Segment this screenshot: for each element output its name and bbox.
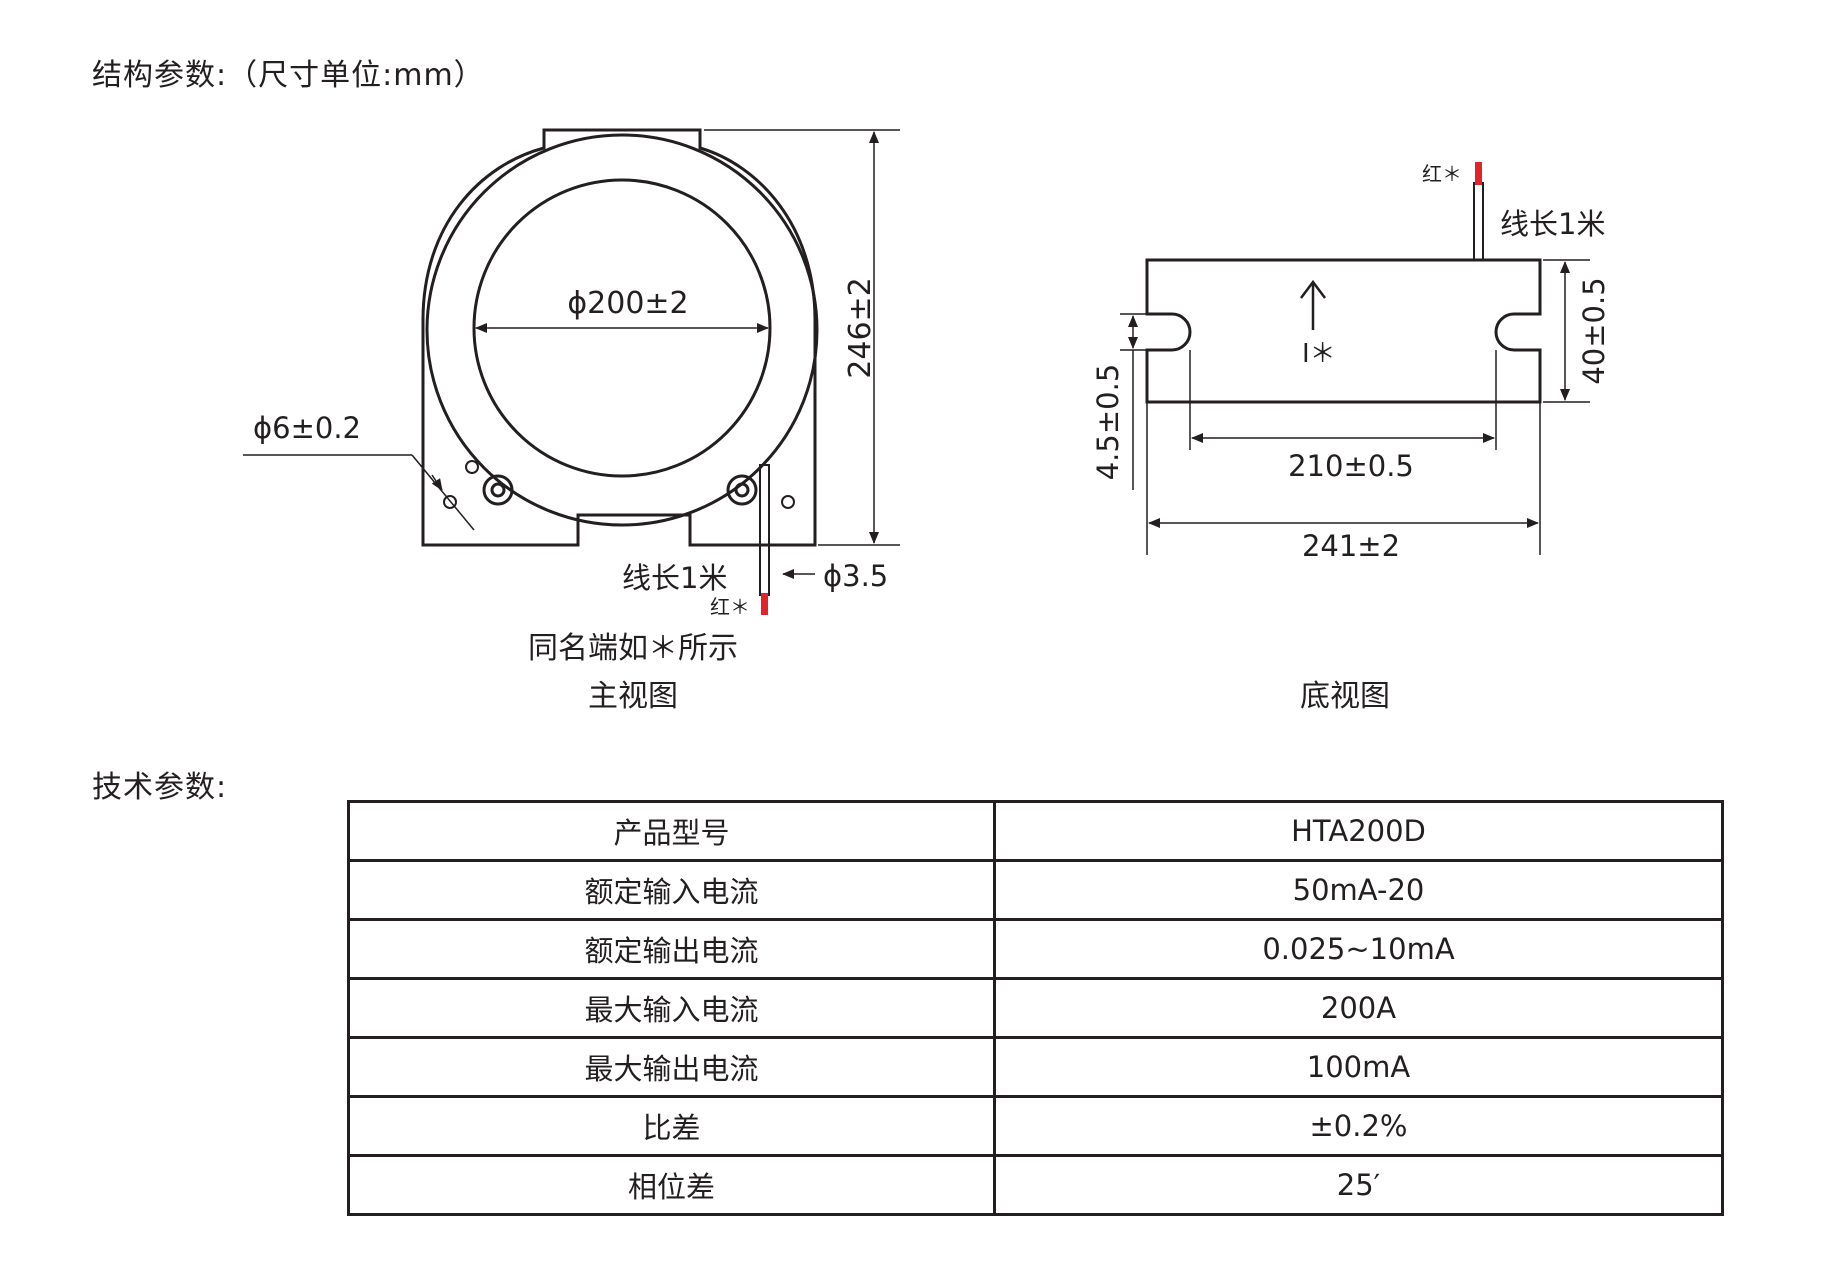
spec-value-cell: 200A [993, 977, 1724, 1039]
front-body-outline [421, 128, 817, 547]
spec-value-cell: 0.025~10mA [993, 918, 1724, 980]
technical-heading: 技术参数: [92, 770, 228, 805]
spec-value-cell: 50mA-20 [993, 859, 1724, 921]
hole-left-inner [490, 482, 506, 498]
front-window [472, 178, 772, 478]
spec-value-cell: HTA200D [993, 800, 1724, 862]
front-caption-2: 主视图 [588, 679, 678, 714]
spec-key-cell: 额定输出电流 [347, 918, 996, 980]
small-hole-right [781, 495, 795, 509]
hole-left-outer [482, 474, 514, 506]
bottom-wire [1473, 182, 1484, 261]
front-caption-1: 同名端如＊所示 [528, 631, 738, 666]
table-row: 比差±0.2% [347, 1095, 1724, 1157]
front-wire-length-label: 线长1米 [622, 561, 727, 595]
spec-key-cell: 最大输出电流 [347, 1036, 996, 1098]
front-height-label: 246±2 [843, 277, 878, 378]
bottom-slot-spacing-label: 210±0.5 [1288, 449, 1414, 483]
structure-heading: 结构参数:（尺寸单位:mm） [92, 58, 485, 93]
spec-key-cell: 最大输入电流 [347, 977, 996, 1039]
small-hole-lower [443, 495, 457, 509]
front-ring-outer [425, 133, 819, 527]
front-view [421, 128, 819, 596]
bottom-caption: 底视图 [1300, 679, 1390, 714]
bottom-slot-height-label: 4.5±0.5 [1091, 364, 1125, 481]
bottom-wire-red-tip [1475, 162, 1482, 185]
spec-key-cell: 产品型号 [347, 800, 996, 862]
spec-key-cell: 比差 [347, 1095, 996, 1157]
bottom-red-mark-label: 红＊ [1422, 162, 1462, 186]
front-wire-red-tip [761, 593, 768, 615]
front-wire [759, 464, 770, 596]
bottom-current-mark: I＊ [1302, 339, 1336, 369]
front-hole-label: ϕ6±0.2 [253, 411, 361, 445]
bottom-thickness-label: 40±0.5 [1577, 277, 1611, 384]
bottom-view [1145, 182, 1542, 404]
spec-value-cell: 100mA [993, 1036, 1724, 1098]
bottom-body-outline [1145, 258, 1542, 404]
bottom-wire-length-label: 线长1米 [1500, 207, 1605, 241]
hole-right-outer [726, 474, 758, 506]
spec-key-cell: 额定输入电流 [347, 859, 996, 921]
front-red-mark-label: 红＊ [710, 595, 750, 619]
spec-value-cell: ±0.2% [993, 1095, 1724, 1157]
bottom-width-label: 241±2 [1302, 529, 1400, 563]
hole-right-inner [734, 482, 750, 498]
spec-key-cell: 相位差 [347, 1154, 996, 1216]
front-inner-diameter-label: ϕ200±2 [567, 286, 688, 321]
small-hole-left [465, 460, 479, 474]
technical-drawing: ϕ200±2 246±2 ϕ6±0.2 线长1米 ϕ3.5 红＊ 同名端如＊所示… [243, 128, 1611, 714]
spec-value-cell: 25′ [993, 1154, 1724, 1216]
front-wire-diameter-label: ϕ3.5 [823, 559, 888, 593]
